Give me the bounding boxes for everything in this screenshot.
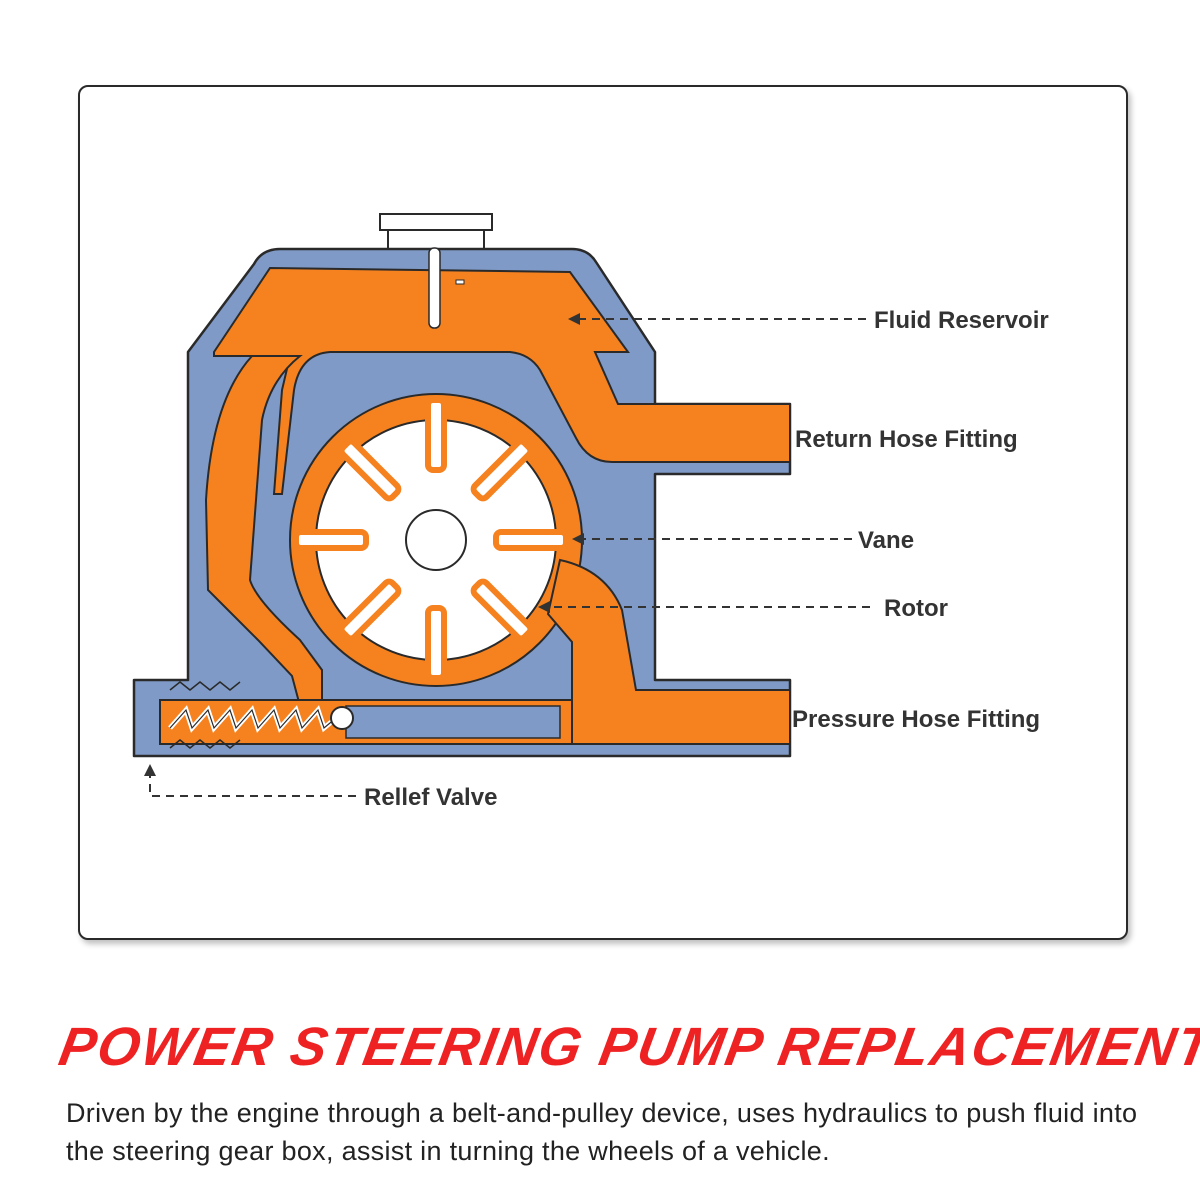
- label-return-hose-fitting: Return Hose Fitting: [795, 426, 1018, 453]
- vane-right: [493, 529, 569, 551]
- leader-lines: [144, 313, 870, 797]
- vane-top: [425, 397, 447, 473]
- vane-bottom-left: [338, 578, 402, 642]
- vane-top-right: [470, 438, 534, 502]
- relief-valve-housing-plug: [345, 705, 561, 739]
- fluid-reservoir-chamber: [213, 266, 791, 495]
- page-heading: Power Steering Pump Replacement: [54, 1017, 1200, 1077]
- vane-top-left: [338, 438, 402, 502]
- vane-left: [293, 529, 369, 551]
- leader-relief-valve: [144, 764, 356, 797]
- pressure-fluid-passage: [546, 558, 791, 745]
- dipstick: [428, 247, 441, 329]
- rotor-shaft: [405, 509, 467, 571]
- dipstick-mark: [455, 279, 465, 285]
- label-rotor: Rotor: [884, 595, 948, 622]
- vane-bottom-right: [470, 578, 534, 642]
- vanes: [293, 397, 569, 681]
- label-relief-valve: Rellef Valve: [364, 784, 497, 811]
- relief-valve-spring: [166, 705, 338, 734]
- reservoir-cap: [379, 213, 493, 231]
- vane-bottom: [425, 605, 447, 681]
- label-vane: Vane: [858, 527, 914, 554]
- relief-valve-seal-bottom: [169, 739, 241, 749]
- label-pressure-hose-fitting: Pressure Hose Fitting: [792, 706, 1040, 733]
- relief-valve-seal-top: [169, 681, 241, 691]
- reservoir-cap-neck: [387, 229, 485, 251]
- pump-diagram: Fluid Reservoir Return Hose Fitting Vane…: [132, 213, 1049, 811]
- relief-valve-ball: [330, 706, 354, 730]
- spring-coil-outline: [169, 708, 337, 730]
- left-fluid-passage: [204, 355, 323, 707]
- description-caption: Driven by the engine through a belt-and-…: [66, 1098, 1138, 1166]
- label-fluid-reservoir: Fluid Reservoir: [874, 307, 1049, 334]
